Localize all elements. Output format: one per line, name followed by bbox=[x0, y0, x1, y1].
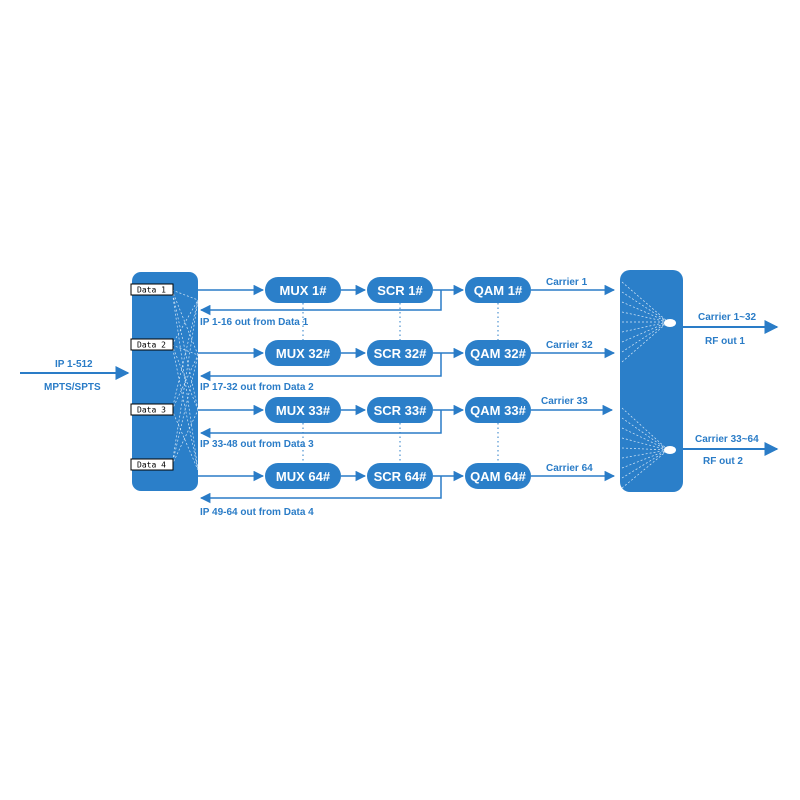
dotted-connectors bbox=[302, 303, 499, 463]
qam-node-64 bbox=[465, 463, 531, 489]
data-port-1: Data 1 bbox=[130, 283, 174, 296]
svg-text:MUX 32#: MUX 32# bbox=[276, 346, 331, 361]
ip-out-label-2: IP 17-32 out from Data 2 bbox=[200, 382, 314, 393]
carrier-label-1: Carrier 1 bbox=[546, 277, 588, 288]
row-4: MUX 64# SCR 64# QAM 64# Carrier 64 IP 49… bbox=[198, 463, 616, 518]
svg-text:SCR 1#: SCR 1# bbox=[377, 283, 423, 298]
mux-node-64 bbox=[265, 463, 341, 489]
svg-text:SCR 33#: SCR 33# bbox=[374, 403, 428, 418]
output-carrier-label-1: Carrier 1~32 bbox=[698, 312, 757, 323]
svg-text:QAM 64#: QAM 64# bbox=[470, 469, 526, 484]
rf-out-label-2: RF out 2 bbox=[703, 456, 743, 467]
rf-combiner-block bbox=[620, 270, 683, 492]
splitter-crosslines bbox=[171, 289, 199, 471]
combiner-port-2 bbox=[664, 446, 676, 454]
output-carrier-label-2: Carrier 33~64 bbox=[695, 434, 759, 445]
scr-node-33 bbox=[367, 397, 433, 423]
svg-text:QAM 1#: QAM 1# bbox=[474, 283, 523, 298]
row-1: MUX 1# SCR 1# QAM 1# Carrier 1 IP 1-16 o… bbox=[198, 277, 616, 328]
row-3: MUX 33# SCR 33# QAM 33# Carrier 33 IP 33… bbox=[198, 396, 614, 450]
svg-text:Data 2: Data 2 bbox=[137, 341, 166, 350]
data-port-2: Data 2 bbox=[130, 338, 174, 351]
row-2: MUX 32# SCR 32# QAM 32# Carrier 32 IP 17… bbox=[198, 340, 616, 393]
mux-node-32 bbox=[265, 340, 341, 366]
scr-node-64 bbox=[367, 463, 433, 489]
scr-node-1 bbox=[367, 277, 433, 303]
scr-node-32 bbox=[367, 340, 433, 366]
svg-text:SCR 64#: SCR 64# bbox=[374, 469, 428, 484]
svg-text:QAM 32#: QAM 32# bbox=[470, 346, 526, 361]
combiner-fan-lines bbox=[621, 281, 669, 489]
mux-node-1 bbox=[265, 277, 341, 303]
combiner-port-1 bbox=[664, 319, 676, 327]
mux-node-33 bbox=[265, 397, 341, 423]
ip-out-label-4: IP 49-64 out from Data 4 bbox=[200, 507, 314, 518]
qam-node-1 bbox=[465, 277, 531, 303]
input-splitter-block bbox=[132, 272, 198, 491]
data-port-4: Data 4 bbox=[130, 458, 174, 471]
rf-out-label-1: RF out 1 bbox=[705, 336, 745, 347]
svg-text:SCR 32#: SCR 32# bbox=[374, 346, 428, 361]
svg-text:QAM 33#: QAM 33# bbox=[470, 403, 526, 418]
input-label-bottom: MPTS/SPTS bbox=[44, 382, 101, 393]
carrier-label-32: Carrier 32 bbox=[546, 340, 593, 351]
qam-node-33 bbox=[465, 397, 531, 423]
qam-node-32 bbox=[465, 340, 531, 366]
svg-text:Data 3: Data 3 bbox=[137, 406, 166, 415]
svg-text:MUX 1#: MUX 1# bbox=[280, 283, 328, 298]
carrier-label-64: Carrier 64 bbox=[546, 463, 593, 474]
svg-text:MUX 64#: MUX 64# bbox=[276, 469, 331, 484]
carrier-label-33: Carrier 33 bbox=[541, 396, 588, 407]
ip-out-label-1: IP 1-16 out from Data 1 bbox=[200, 317, 309, 328]
svg-text:Data 4: Data 4 bbox=[137, 461, 166, 470]
ip-out-label-3: IP 33-48 out from Data 3 bbox=[200, 439, 314, 450]
input-label-top: IP 1-512 bbox=[55, 359, 93, 370]
svg-text:MUX 33#: MUX 33# bbox=[276, 403, 331, 418]
svg-text:Data 1: Data 1 bbox=[137, 286, 166, 295]
data-port-3: Data 3 bbox=[130, 403, 174, 416]
